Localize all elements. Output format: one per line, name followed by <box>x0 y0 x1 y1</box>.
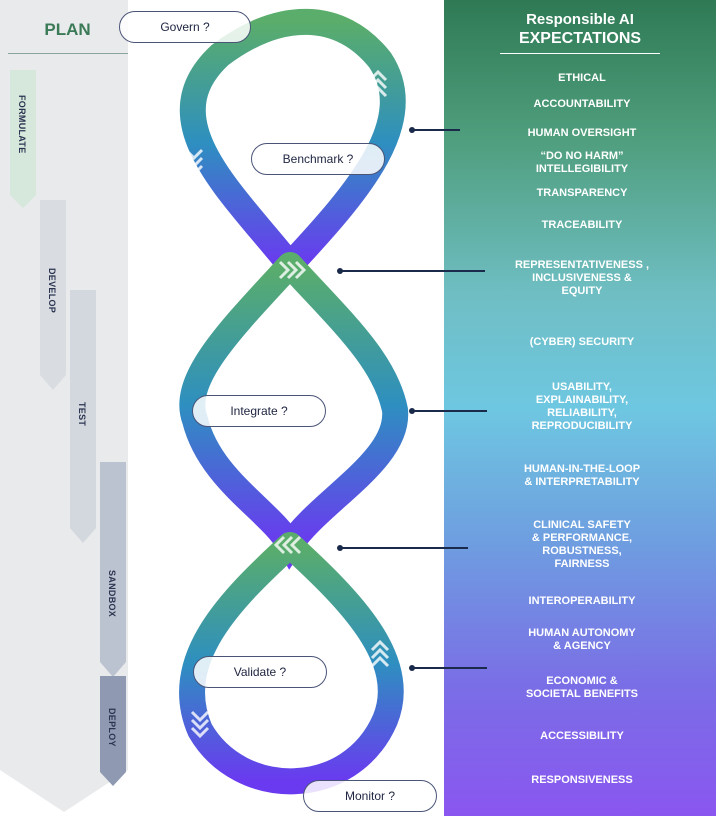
loop-ribbon-lower <box>179 532 404 795</box>
phase-deploy-label: DEPLOY <box>107 708 117 747</box>
chevrons-icon <box>278 260 307 280</box>
integrate-label: Integrate ? <box>192 395 326 427</box>
expectation-traceability: TRACEABILITY <box>541 219 623 231</box>
plan-title: PLAN <box>44 20 91 39</box>
chevrons-icon <box>190 710 210 739</box>
expectation-interoperability: INTEROPERABILITY <box>528 595 636 607</box>
phase-develop-arrow <box>40 200 66 390</box>
expectation-accountability: ACCOUNTABILITY <box>533 98 631 110</box>
connector-line <box>409 127 460 132</box>
connector-line <box>337 268 485 273</box>
plan-background <box>0 0 128 812</box>
phase-develop-label: DEVELOP <box>47 268 57 314</box>
expectation-cyber-security: (CYBER) SECURITY <box>529 336 635 348</box>
validate-label: Validate ? <box>193 656 327 688</box>
phase-test-label: TEST <box>77 402 87 427</box>
benchmark-label: Benchmark ? <box>251 143 385 175</box>
plan-divider <box>8 53 128 54</box>
phase-test-arrow <box>70 290 96 543</box>
expectations-title-line2: EXPECTATIONS <box>518 30 642 47</box>
govern-label: Govern ? <box>119 11 251 43</box>
expectation-accessibility: ACCESSIBILITY <box>540 730 624 742</box>
connector-line <box>409 665 487 670</box>
expectation-transparency: TRANSPARENCY <box>536 187 628 199</box>
expectation-responsiveness: RESPONSIVENESS <box>531 774 633 786</box>
chevrons-icon <box>368 69 388 98</box>
expectations-title: Responsible AI EXPECTATIONS <box>444 10 716 48</box>
expectation-economic-benefits: ECONOMIC & SOCIETAL BENEFITS <box>525 675 639 700</box>
expectations-panel: Responsible AI EXPECTATIONS ETHICAL ACCO… <box>444 0 716 816</box>
expectation-human-oversight: HUMAN OVERSIGHT <box>527 127 637 139</box>
connector-line <box>337 545 468 550</box>
phase-sandbox-arrow <box>100 462 126 677</box>
expectation-do-no-harm: “DO NO HARM” INTELLEGIBILITY <box>535 150 629 175</box>
expectations-divider <box>500 53 660 54</box>
expectations-title-line1: Responsible AI <box>526 11 634 28</box>
expectation-usability: USABILITY, EXPLAINABILITY, RELIABILITY, … <box>531 381 633 432</box>
expectation-human-in-the-loop: HUMAN-IN-THE-LOOP & INTERPRETABILITY <box>523 463 641 488</box>
phase-formulate-label: FORMULATE <box>17 95 27 154</box>
expectation-clinical-safety: CLINICAL SAFETY & PERFORMANCE, ROBUSTNES… <box>531 519 633 570</box>
expectation-ethical: ETHICAL <box>558 72 606 84</box>
connector-line <box>409 408 487 413</box>
expectation-human-autonomy: HUMAN AUTONOMY & AGENCY <box>528 627 636 652</box>
chevrons-icon <box>273 535 302 555</box>
monitor-label: Monitor ? <box>303 780 437 812</box>
chevrons-icon <box>370 639 390 668</box>
plan-column: PLAN FORMULATE DEVELOP TEST SANDBOX DEPL… <box>0 0 135 816</box>
phase-sandbox-label: SANDBOX <box>107 570 117 618</box>
chevrons-icon <box>184 148 204 177</box>
phase-deploy-arrow <box>100 676 126 786</box>
phase-formulate-arrow <box>10 70 36 208</box>
expectation-representativeness: REPRESENTATIVENESS , INCLUSIVENESS & EQU… <box>514 259 650 297</box>
